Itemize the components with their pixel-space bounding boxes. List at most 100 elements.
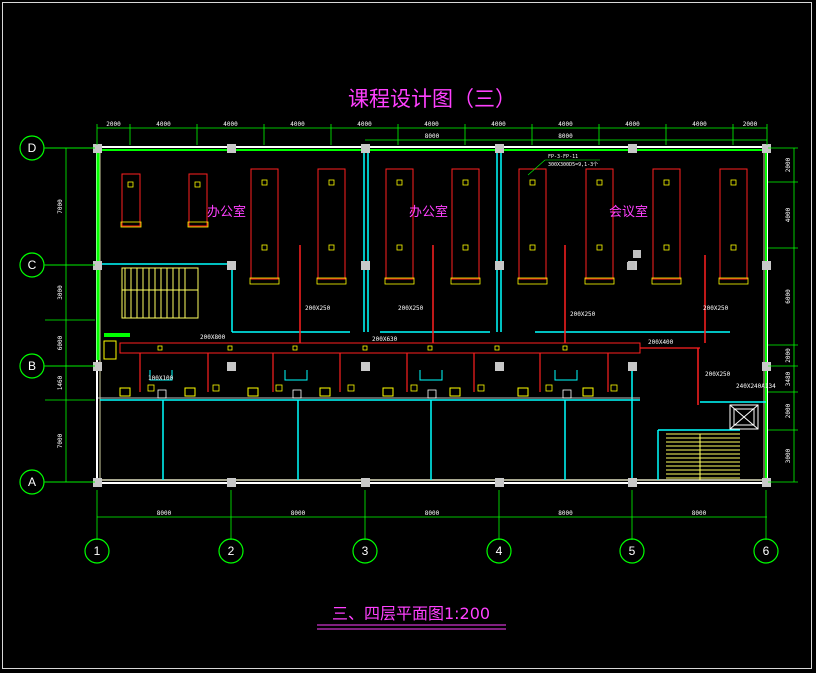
fixture: [292, 389, 302, 399]
axis-label-row: D: [28, 141, 37, 155]
column: [93, 478, 102, 487]
return-grille: [316, 277, 347, 285]
exhaust-unit: [119, 387, 131, 397]
duct-label: 200X630: [372, 336, 398, 343]
fan-coil-unit: [121, 173, 141, 227]
duct-grille: [494, 345, 500, 351]
column: [227, 144, 236, 153]
diffuser: [127, 181, 134, 188]
room-label-office-2: 办公室: [409, 204, 448, 220]
exhaust-unit: [319, 387, 331, 397]
return-grille: [450, 277, 481, 285]
dim-text-bottom: 8000: [291, 510, 306, 517]
room-label-meeting: 会议室: [609, 204, 648, 220]
duct-label: 200X250: [703, 305, 729, 312]
room-label-office-1: 办公室: [207, 204, 246, 220]
duct-grille: [157, 345, 163, 351]
toilet-partition: [149, 370, 173, 381]
axis-label-col: 2: [228, 544, 235, 558]
diffuser: [596, 244, 603, 251]
axis-bubble-row: [19, 252, 45, 278]
return-grille: [249, 277, 280, 285]
fan-coil-unit: [719, 168, 748, 280]
dim-text-top: 4000: [156, 121, 171, 128]
diffuser: [396, 244, 403, 251]
column: [361, 261, 370, 270]
diffuser: [529, 244, 536, 251]
toilet-partition: [554, 370, 578, 381]
vent: [410, 384, 418, 392]
duct-grille: [227, 345, 233, 351]
stairs: [121, 267, 740, 480]
column: [361, 478, 370, 487]
duct-system: [103, 245, 706, 405]
note-line-2: 300X300D5=9,1-3个: [548, 162, 598, 168]
axis-label-col: 6: [763, 544, 770, 558]
diffuser: [730, 244, 737, 251]
diffuser: [261, 179, 268, 186]
column: [361, 144, 370, 153]
exhaust-unit: [382, 387, 394, 397]
column: [495, 362, 504, 371]
equipment-note: FP-3-FP-11 300X300D5=9,1-3个: [527, 154, 600, 176]
axis-bubble-col: [352, 538, 378, 564]
dim-text-top: 2000: [743, 121, 758, 128]
axis-bubble-row: [19, 353, 45, 379]
axis-label-col: 4: [496, 544, 503, 558]
diffuser: [462, 244, 469, 251]
dim-text-right: 4000: [785, 207, 792, 222]
duct-grille: [362, 345, 368, 351]
fan-coil-unit: [188, 173, 208, 227]
diffuser: [194, 181, 201, 188]
axis-bubble-col: [486, 538, 512, 564]
column: [93, 362, 102, 371]
fan-coil-unit: [585, 168, 614, 280]
dim-text-left: 3000: [57, 285, 64, 300]
column: [227, 261, 236, 270]
vent: [610, 384, 618, 392]
drawing-title: 课程设计图（三）: [348, 87, 516, 111]
main-duct: [119, 342, 641, 354]
fan-coil-unit: [385, 168, 414, 280]
column: [762, 478, 771, 487]
vent: [347, 384, 355, 392]
duct-label: 200X250: [305, 305, 331, 312]
return-grille: [517, 277, 548, 285]
duct-label: 200X800: [200, 334, 226, 341]
axis-bubble-row: [19, 469, 45, 495]
dim-text-right: 3480: [785, 371, 792, 386]
return-grille: [584, 277, 615, 285]
toilet-partition: [419, 370, 443, 381]
outer-walls: [96, 146, 768, 484]
duct-label: 200X250: [398, 305, 424, 312]
dim-text-top: 4000: [290, 121, 305, 128]
elevator-shaft: [729, 404, 759, 430]
axis-label-col: 1: [94, 544, 101, 558]
diffuser: [462, 179, 469, 186]
dim-text-left: 7000: [57, 433, 64, 448]
dim-text-top: 4000: [558, 121, 573, 128]
return-grille: [384, 277, 415, 285]
fan-coil-units: [120, 168, 749, 285]
dim-text-right: 2000: [785, 403, 792, 418]
fan-coil-unit: [250, 168, 279, 280]
axis-bubble-col: [619, 538, 645, 564]
column: [628, 144, 637, 153]
exhaust-unit: [449, 387, 461, 397]
fan-coil-unit: [317, 168, 346, 280]
drawing-caption: 三、四层平面图1:200: [332, 604, 490, 623]
fixture: [427, 389, 437, 399]
diffuser: [663, 179, 670, 186]
column: [762, 362, 771, 371]
dim-text-bottom: 8000: [157, 510, 172, 517]
dim-text-right: 6000: [785, 289, 792, 304]
dim-text-right: 3000: [785, 448, 792, 463]
dim-text-top-inner: 8000: [558, 133, 573, 140]
duct-label: 200X400: [648, 339, 674, 346]
vent: [545, 384, 553, 392]
dim-text-bottom: 8000: [558, 510, 573, 517]
